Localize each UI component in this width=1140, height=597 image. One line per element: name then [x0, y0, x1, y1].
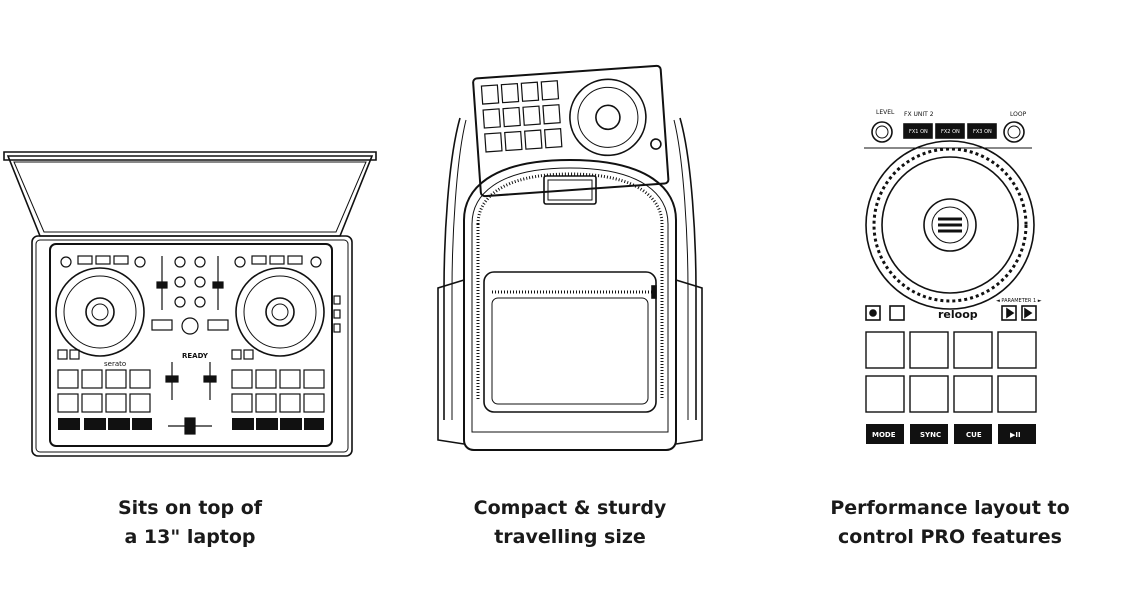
- caption-controller: Performance layout to control PRO featur…: [760, 494, 1140, 552]
- play-button-label: ▶II: [1010, 431, 1021, 439]
- brand-label: serato: [104, 360, 126, 368]
- sync-button-label: SYNC: [920, 431, 941, 439]
- backpack-illustration: [437, 64, 703, 451]
- level-label: LEVEL: [876, 109, 895, 116]
- parameter-label: ◄ PARAMETER 1 ►: [996, 298, 1042, 304]
- controller-closeup-illustration: LEVEL FX UNIT 2 LOOP FX1 ON FX2 ON FX3 O…: [864, 109, 1042, 444]
- laptop-controller-illustration: serato READY: [3, 151, 377, 457]
- fx-unit-label: FX UNIT 2: [904, 111, 934, 118]
- caption-line: control PRO features: [838, 526, 1062, 548]
- caption-line: travelling size: [494, 526, 646, 548]
- fx3-button-label: FX3 ON: [973, 129, 992, 135]
- feature-backpack: Compact & sturdy travelling size: [380, 0, 760, 597]
- caption-backpack: Compact & sturdy travelling size: [380, 494, 760, 552]
- caption-line: Compact & sturdy: [473, 497, 667, 519]
- caption-line: Performance layout to: [830, 497, 1070, 519]
- caption-laptop: Sits on top of a 13" laptop: [0, 494, 380, 552]
- feature-laptop: serato READY Sits on top of a 13" laptop: [0, 0, 380, 597]
- fx2-button-label: FX2 ON: [941, 129, 960, 135]
- fx1-button-label: FX1 ON: [909, 129, 928, 135]
- mode-button-label: MODE: [872, 431, 896, 439]
- feature-controller-closeup: LEVEL FX UNIT 2 LOOP FX1 ON FX2 ON FX3 O…: [760, 0, 1140, 597]
- loop-label: LOOP: [1010, 111, 1027, 118]
- status-label: READY: [182, 352, 209, 360]
- cue-button-label: CUE: [966, 431, 982, 439]
- caption-line: a 13" laptop: [124, 526, 256, 548]
- brand-logo-text: reloop: [938, 308, 978, 321]
- caption-line: Sits on top of: [117, 497, 263, 519]
